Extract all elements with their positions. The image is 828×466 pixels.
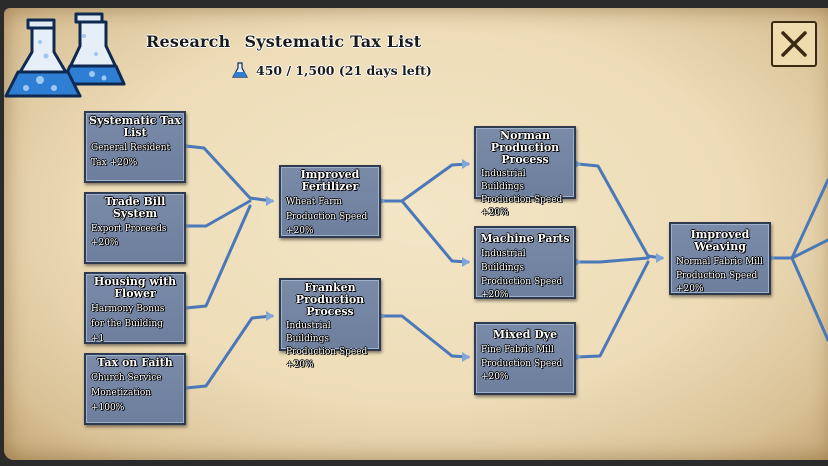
node-description: Church Service Monetization +100% bbox=[91, 373, 162, 413]
node-description: General Resident Tax +20% bbox=[91, 143, 171, 168]
node-title: Trade Bill System bbox=[104, 195, 166, 220]
progress-text: 450 / 1,500 (21 days left) bbox=[256, 62, 432, 78]
node-description: Industrial Buildings Production Speed bbox=[286, 321, 368, 357]
node-description: Normal Fabric Mill Production Speed bbox=[676, 257, 763, 281]
research-node-franken-production-process[interactable]: Franken Production Process Industrial Bu… bbox=[279, 278, 381, 370]
link-faith-franken bbox=[184, 314, 274, 390]
node-description: Export Proceeds bbox=[91, 224, 167, 234]
research-node-systematic-tax-list[interactable]: Systematic Tax List General Resident Tax… bbox=[84, 111, 186, 183]
node-title: Franken Production Process bbox=[295, 281, 365, 318]
research-flasks-icon bbox=[4, 12, 126, 98]
research-progress: 450 / 1,500 (21 days left) bbox=[232, 62, 432, 78]
node-title: Improved Fertilizer bbox=[300, 168, 360, 193]
link-trade-bill-fertilizer bbox=[184, 199, 252, 228]
link-tax-list-fertilizer bbox=[184, 144, 274, 203]
node-title: Housing with Flower bbox=[93, 275, 177, 300]
research-node-improved-weaving[interactable]: Improved Weaving Normal Fabric Mill Prod… bbox=[669, 222, 771, 295]
node-description: Wheat Farm Production Speed bbox=[286, 197, 368, 222]
research-node-tax-on-faith[interactable]: Tax on Faith Church Service Monetization… bbox=[84, 353, 186, 425]
link-fertilizer-norman bbox=[380, 162, 470, 203]
node-title: Improved Weaving bbox=[690, 228, 750, 253]
research-node-trade-bill-system[interactable]: Trade Bill System Export Proceeds +20% bbox=[84, 192, 186, 264]
node-title: Tax on Faith bbox=[97, 356, 173, 369]
research-node-improved-fertilizer[interactable]: Improved Fertilizer Wheat Farm Productio… bbox=[279, 165, 381, 238]
node-title: Mixed Dye bbox=[492, 328, 558, 341]
node-value: +20% bbox=[481, 208, 509, 218]
page-title: Research Systematic Tax List bbox=[146, 32, 435, 51]
close-icon bbox=[781, 31, 807, 57]
link-dye-weaving bbox=[576, 260, 650, 359]
research-node-mixed-dye[interactable]: Mixed Dye Fine Fabric Mill Production Sp… bbox=[474, 322, 576, 395]
node-description: Industrial Buildings Production Speed bbox=[481, 249, 563, 287]
research-label: Research bbox=[146, 32, 231, 51]
link-franken-dye bbox=[380, 314, 470, 359]
close-button[interactable] bbox=[771, 21, 817, 67]
link-norman-weaving bbox=[576, 162, 664, 260]
link-weaving-next-b bbox=[790, 238, 828, 260]
node-value: +20% bbox=[676, 284, 704, 294]
current-research-name: Systematic Tax List bbox=[244, 32, 422, 51]
research-node-norman-production-process[interactable]: Norman Production Process Industrial Bui… bbox=[474, 126, 576, 218]
node-value: +20% bbox=[481, 290, 509, 300]
link-housing-fertilizer bbox=[184, 204, 252, 310]
link-machine-weaving bbox=[576, 256, 650, 264]
node-value: +20% bbox=[286, 226, 314, 236]
node-title: Machine Parts bbox=[480, 232, 570, 245]
flask-icon bbox=[232, 62, 248, 78]
node-description: Harmony Bonus for the Building +1 bbox=[91, 304, 165, 344]
node-value: +20% bbox=[481, 372, 509, 382]
node-description: Fine Fabric Mill Production Speed bbox=[481, 345, 563, 369]
link-fertilizer-machine bbox=[400, 199, 470, 264]
link-weaving-next-c bbox=[790, 256, 828, 342]
research-node-machine-parts[interactable]: Machine Parts Industrial Buildings Produ… bbox=[474, 226, 576, 300]
node-title: Systematic Tax List bbox=[89, 114, 181, 139]
node-value: +20% bbox=[91, 238, 119, 248]
link-weaving-next-a bbox=[770, 178, 828, 260]
node-description: Industrial Buildings Production Speed bbox=[481, 169, 563, 205]
node-value: +20% bbox=[286, 360, 314, 370]
research-node-housing-with-flower[interactable]: Housing with Flower Harmony Bonus for th… bbox=[84, 272, 186, 344]
node-title: Norman Production Process bbox=[490, 129, 560, 166]
